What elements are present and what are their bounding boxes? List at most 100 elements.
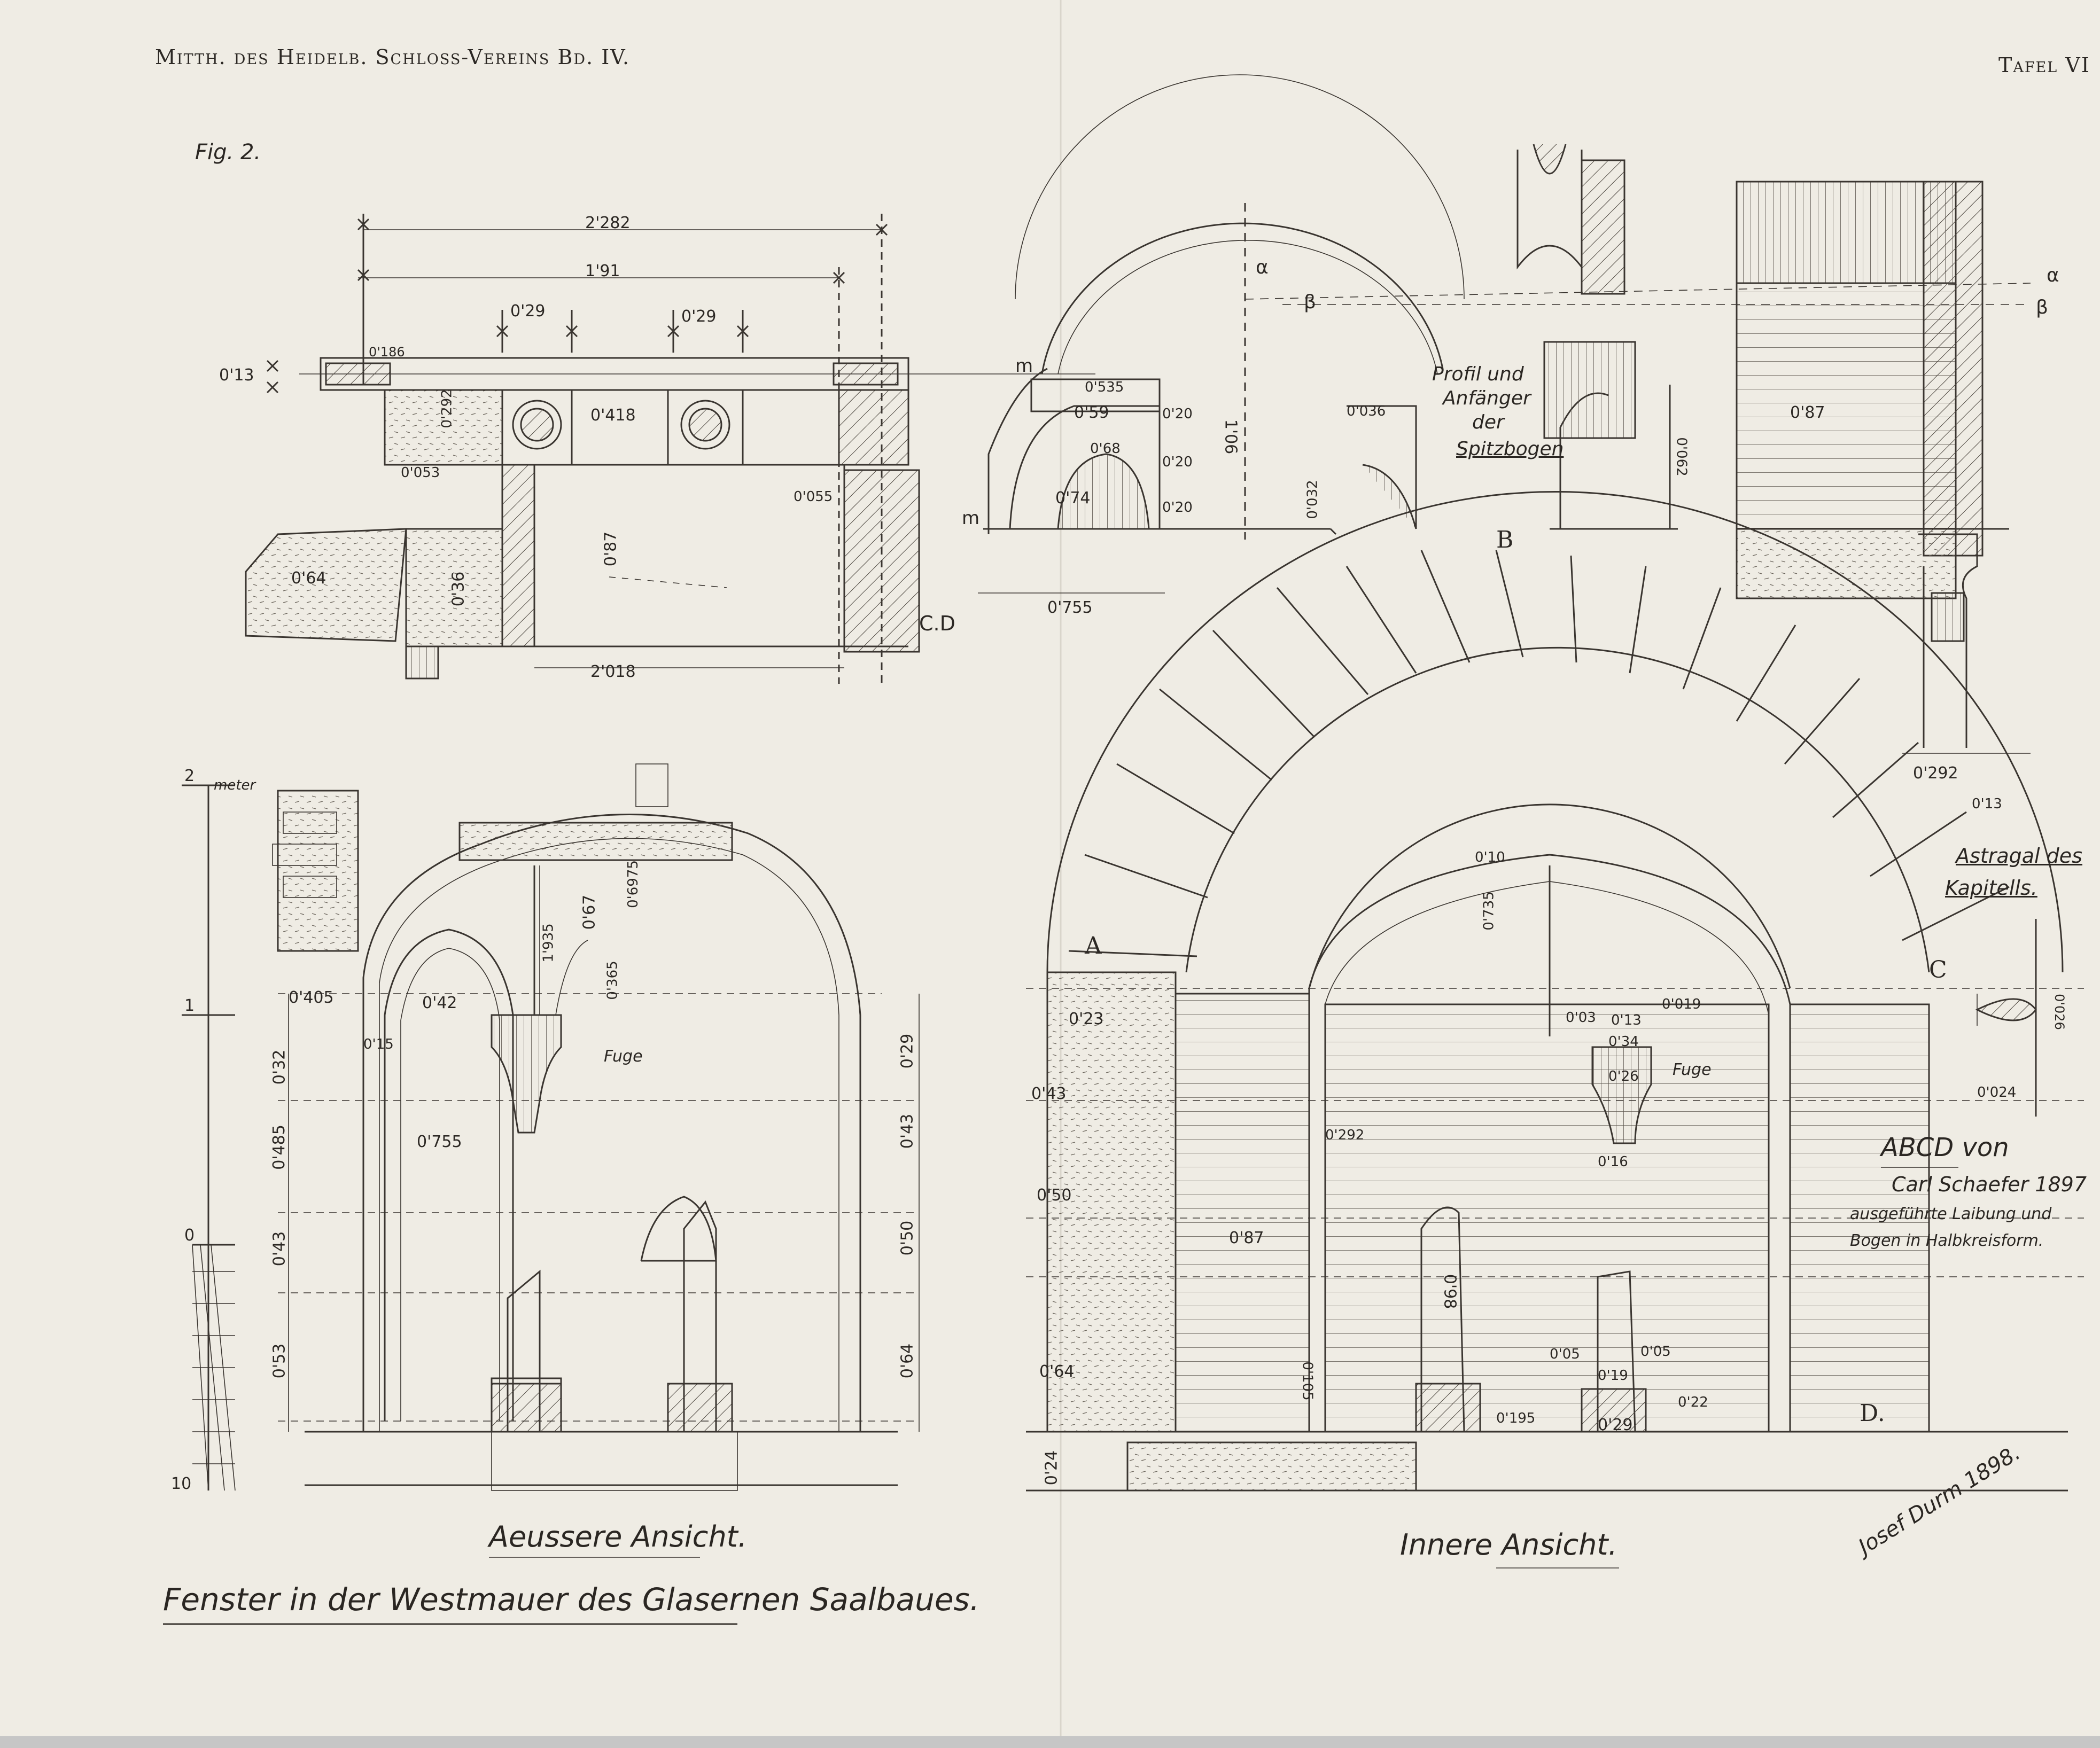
profil-note-line1: Profil und (1432, 363, 1524, 385)
section-label-alpha: α (2047, 264, 2059, 286)
dim-ext-042: 0'42 (422, 994, 457, 1012)
dim-prof-0036: 0'036 (1347, 403, 1386, 419)
dim-ext-0485: 0'485 (269, 1125, 289, 1170)
dim-plan-col-b: 0'29 (681, 307, 717, 326)
dim-cap-0026: 0'026 (2051, 994, 2067, 1030)
section-view (1736, 181, 2031, 754)
dim-plan-064: 0'64 (291, 569, 326, 588)
header-plate-number: Tafel VI (1998, 53, 2090, 77)
dim-prof-0062: 0'062 (1673, 437, 1690, 477)
fuge-label-inner: Fuge (1673, 1060, 1712, 1079)
dim-int-010: 0'10 (1475, 849, 1505, 865)
dim-plan-inner: 1'91 (585, 262, 620, 280)
dim-ext-0365: 0'365 (604, 961, 621, 1000)
abcd-note-line1: ABCD von (1881, 1133, 2009, 1162)
dim-plan-036: 0'36 (449, 571, 468, 607)
dim-plan-2018: 2'018 (590, 662, 636, 681)
dim-cap-013: 0'13 (1972, 796, 2002, 812)
dim-ext-0405: 0'405 (289, 988, 334, 1007)
dim-plan-col-a: 0'29 (510, 302, 546, 321)
dim-prof-087: 0'87 (1790, 403, 1825, 422)
dim-int-0195: 0'195 (1496, 1410, 1536, 1426)
astragal-note-line1: Astragal des (1956, 844, 2082, 868)
point-label-a: A (1085, 932, 1102, 959)
dim-ext-032: 0'32 (270, 1049, 289, 1085)
dim-int-019: 0'19 (1598, 1368, 1628, 1384)
point-label-d: D. (1860, 1400, 1885, 1427)
scale-mark-1: 1 (184, 996, 195, 1015)
dim-ext-043: 0'43 (270, 1231, 289, 1267)
dim-plan-0292: 0'292 (439, 389, 455, 428)
dim-ext-0755: 0'755 (417, 1133, 462, 1151)
dim-int-026: 0'26 (1608, 1068, 1639, 1084)
profile-label-alpha: α (1256, 256, 1269, 278)
dim-plan-087: 0'87 (601, 531, 620, 567)
dim-int-024: 0'24 (1042, 1450, 1061, 1486)
profile-view (978, 74, 2031, 594)
exterior-elevation (272, 763, 920, 1491)
dim-int-0735: 0'735 (1481, 891, 1497, 931)
profile-label-m-bottom: m (962, 508, 980, 529)
dim-cap-0292: 0'292 (1913, 764, 1958, 783)
abcd-note-line2: Carl Schaefer 1897 (1892, 1173, 2087, 1196)
plan-view (245, 214, 1095, 684)
dim-prof-020b: 0'20 (1162, 454, 1193, 470)
astragal-note-line2: Kapitells. (1945, 876, 2037, 900)
dim-int-005b: 0'05 (1640, 1344, 1671, 1360)
dim-ext-050: 0'50 (898, 1220, 917, 1256)
dim-prof-020a: 0'20 (1162, 406, 1193, 422)
scale-unit-label: meter (214, 777, 256, 793)
dim-prof-106: 1'06 (1221, 419, 1240, 455)
scale-mark-2: 2 (184, 767, 195, 785)
dim-plan-0418: 0'418 (590, 406, 636, 425)
section-label-beta: β (2036, 296, 2048, 318)
dim-cap-0024: 0'024 (1977, 1084, 2017, 1101)
dim-int-0105: 0'105 (1299, 1361, 1316, 1401)
dim-ext-1935: 1'935 (540, 923, 557, 963)
inner-view-title: Innere Ansicht. (1400, 1528, 1617, 1562)
dim-prof-0755: 0'755 (1047, 598, 1093, 617)
dim-int-013: 0'13 (1611, 1012, 1642, 1028)
dim-int-0292: 0'292 (1325, 1127, 1365, 1143)
outer-view-title: Aeussere Ansicht. (489, 1520, 748, 1554)
profile-label-m-top: m (1015, 355, 1033, 377)
dim-int-050: 0'50 (1037, 1186, 1072, 1205)
scale-bar (182, 784, 236, 1491)
abcd-note-line3: ausgeführte Laibung und (1850, 1205, 2052, 1223)
profil-note-line4: Spitzbogen (1456, 438, 1564, 460)
dim-int-087: 0'87 (1229, 1229, 1264, 1247)
dim-ext-067: 0'67 (580, 894, 599, 930)
dim-int-005a: 0'05 (1550, 1346, 1580, 1362)
dim-int-064: 0'64 (1039, 1362, 1075, 1381)
profil-note-line2: Anfänger (1443, 387, 1531, 409)
interior-elevation (1026, 490, 2084, 1492)
astragal-detail (1975, 919, 2037, 1117)
profil-note-line3: der (1472, 411, 1504, 433)
abcd-note-line4: Bogen in Halbkreisform. (1850, 1231, 2044, 1250)
dim-int-003: 0'03 (1566, 1010, 1596, 1026)
dim-int-023: 0'23 (1069, 1010, 1104, 1028)
point-label-c: C (1929, 956, 1947, 984)
dim-plan-013: 0'13 (219, 366, 254, 385)
dim-ext-06975: 0'6975 (625, 860, 641, 908)
header-journal-title: Mitth. des Heidelb. Schloss-Vereins Bd. … (155, 45, 631, 69)
dim-prof-0535: 0'535 (1085, 379, 1124, 395)
dim-plan-0055: 0'055 (794, 489, 833, 505)
dim-ext-053: 0'53 (270, 1343, 289, 1379)
dim-prof-059: 0'59 (1074, 403, 1109, 422)
dim-ext-015: 0'15 (363, 1036, 394, 1052)
dim-int-029: 0'29 (1598, 1416, 1633, 1434)
bottom-scanner-strip (0, 1736, 2100, 1748)
scale-mark-10: 10 (171, 1474, 192, 1493)
dim-int-098: 0'98 (1440, 1274, 1459, 1309)
section-label-cd: C.D (919, 612, 955, 635)
point-label-b: B (1496, 526, 1514, 553)
scale-mark-0: 0 (184, 1226, 195, 1245)
dim-plan-0186: 0'186 (369, 345, 405, 360)
dim-prof-020c: 0'20 (1162, 500, 1193, 516)
dim-int-0019: 0'019 (1662, 996, 1701, 1012)
dim-ext-043b: 0'43 (898, 1113, 917, 1149)
dim-int-043: 0'43 (1031, 1084, 1067, 1103)
dim-prof-0032: 0'032 (1304, 480, 1321, 519)
